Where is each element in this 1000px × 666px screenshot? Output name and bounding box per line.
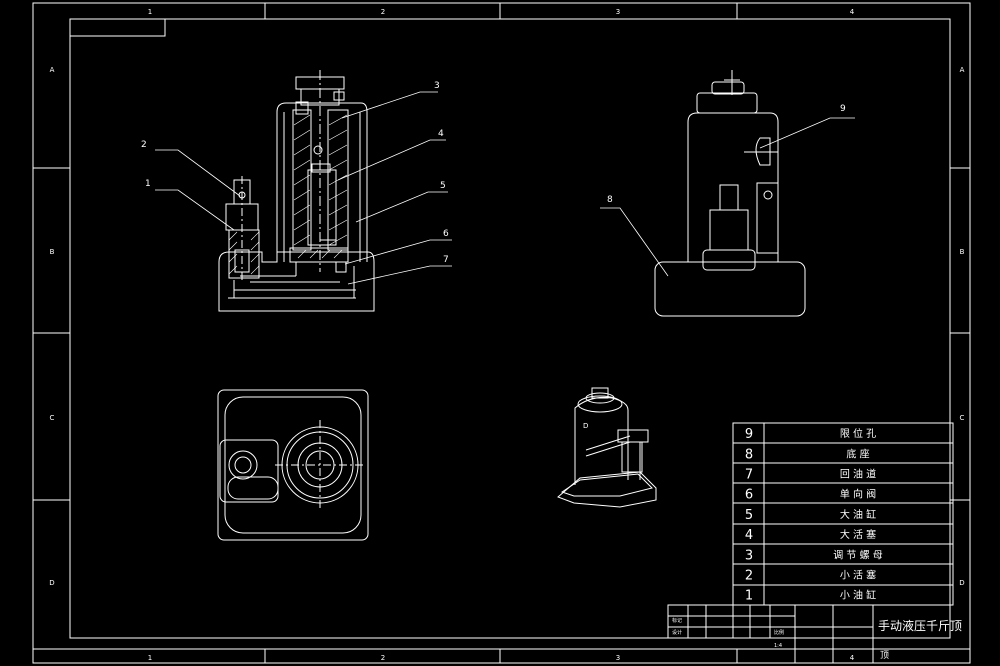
part-number: 9 [745, 427, 753, 442]
part-number: 2 [745, 569, 753, 584]
callout-7: 7 [443, 255, 449, 265]
side-view [654, 70, 806, 317]
part-number: 5 [745, 508, 753, 523]
title-block-design: 设计 [672, 629, 682, 636]
zone-right-d: D [959, 579, 964, 587]
part-number: 4 [745, 528, 753, 543]
callout-labels: 1 2 3 4 5 6 7 8 9 [141, 81, 846, 265]
front-leaders [155, 91, 452, 285]
zone-top-3: 3 [616, 8, 620, 16]
callout-5: 5 [440, 181, 446, 191]
part-number: 1 [745, 589, 753, 604]
title-block-scale: 1:4 [774, 643, 782, 649]
callout-4: 4 [438, 129, 444, 139]
part-name: 大 油 缸 [840, 508, 876, 521]
callout-9: 9 [840, 104, 846, 114]
part-name: 单 向 阀 [840, 488, 876, 501]
zone-left-d: D [49, 579, 54, 587]
drawing-title: 手动液压千斤顶 [878, 618, 962, 633]
callout-6: 6 [443, 229, 449, 239]
part-name: 回 油 道 [840, 468, 876, 481]
title-block-scale-label: 比例 [774, 629, 784, 636]
top-view [217, 389, 369, 541]
callout-1: 1 [145, 179, 151, 189]
drawing-frame [32, 2, 971, 664]
part-name: 调 节 螺 母 [833, 549, 883, 561]
zone-left-a: A [50, 66, 55, 74]
callout-2: 2 [141, 140, 147, 150]
part-name: 大 活 塞 [840, 528, 876, 541]
side-leaders [600, 117, 855, 277]
iso-label: D [583, 422, 588, 430]
zone-bottom-3: 3 [616, 654, 620, 662]
drawing-subtitle: 顶 [880, 650, 889, 661]
part-number: 6 [745, 488, 753, 503]
pump-hatching [228, 231, 260, 275]
part-number: 7 [745, 468, 753, 483]
part-number: 3 [745, 548, 753, 563]
zone-bottom-1: 1 [148, 654, 152, 662]
title-block [667, 604, 951, 663]
front-section-view [218, 70, 375, 312]
zone-left-c: C [50, 414, 55, 422]
zone-right-a: A [960, 66, 965, 74]
part-name: 小 油 缸 [840, 589, 876, 602]
zone-right-b: B [960, 248, 965, 256]
part-name: 限 位 孔 [840, 427, 876, 440]
part-name: 小 活 塞 [840, 569, 876, 582]
title-block-mark: 标记 [672, 617, 682, 624]
zone-bottom-2: 2 [381, 654, 385, 662]
callout-3: 3 [434, 81, 440, 91]
zone-top-2: 2 [381, 8, 385, 16]
part-number: 8 [745, 447, 753, 462]
zone-top-1: 1 [148, 8, 152, 16]
callout-8: 8 [607, 195, 613, 205]
zone-labels: 1 2 3 4 1 2 3 4 A B C D A B C D [49, 8, 964, 662]
zone-bottom-4: 4 [850, 654, 855, 662]
zone-top-4: 4 [850, 8, 855, 16]
part-name: 底 座 [846, 447, 869, 460]
isometric-view [557, 387, 657, 508]
parts-rows: 9 限 位 孔 8 底 座 7 回 油 道 6 单 向 阀 5 大 油 缸 4 大 活 塞 3 调 节 螺… [745, 427, 883, 604]
zone-left-b: B [50, 248, 55, 256]
zone-right-c: C [960, 414, 965, 422]
